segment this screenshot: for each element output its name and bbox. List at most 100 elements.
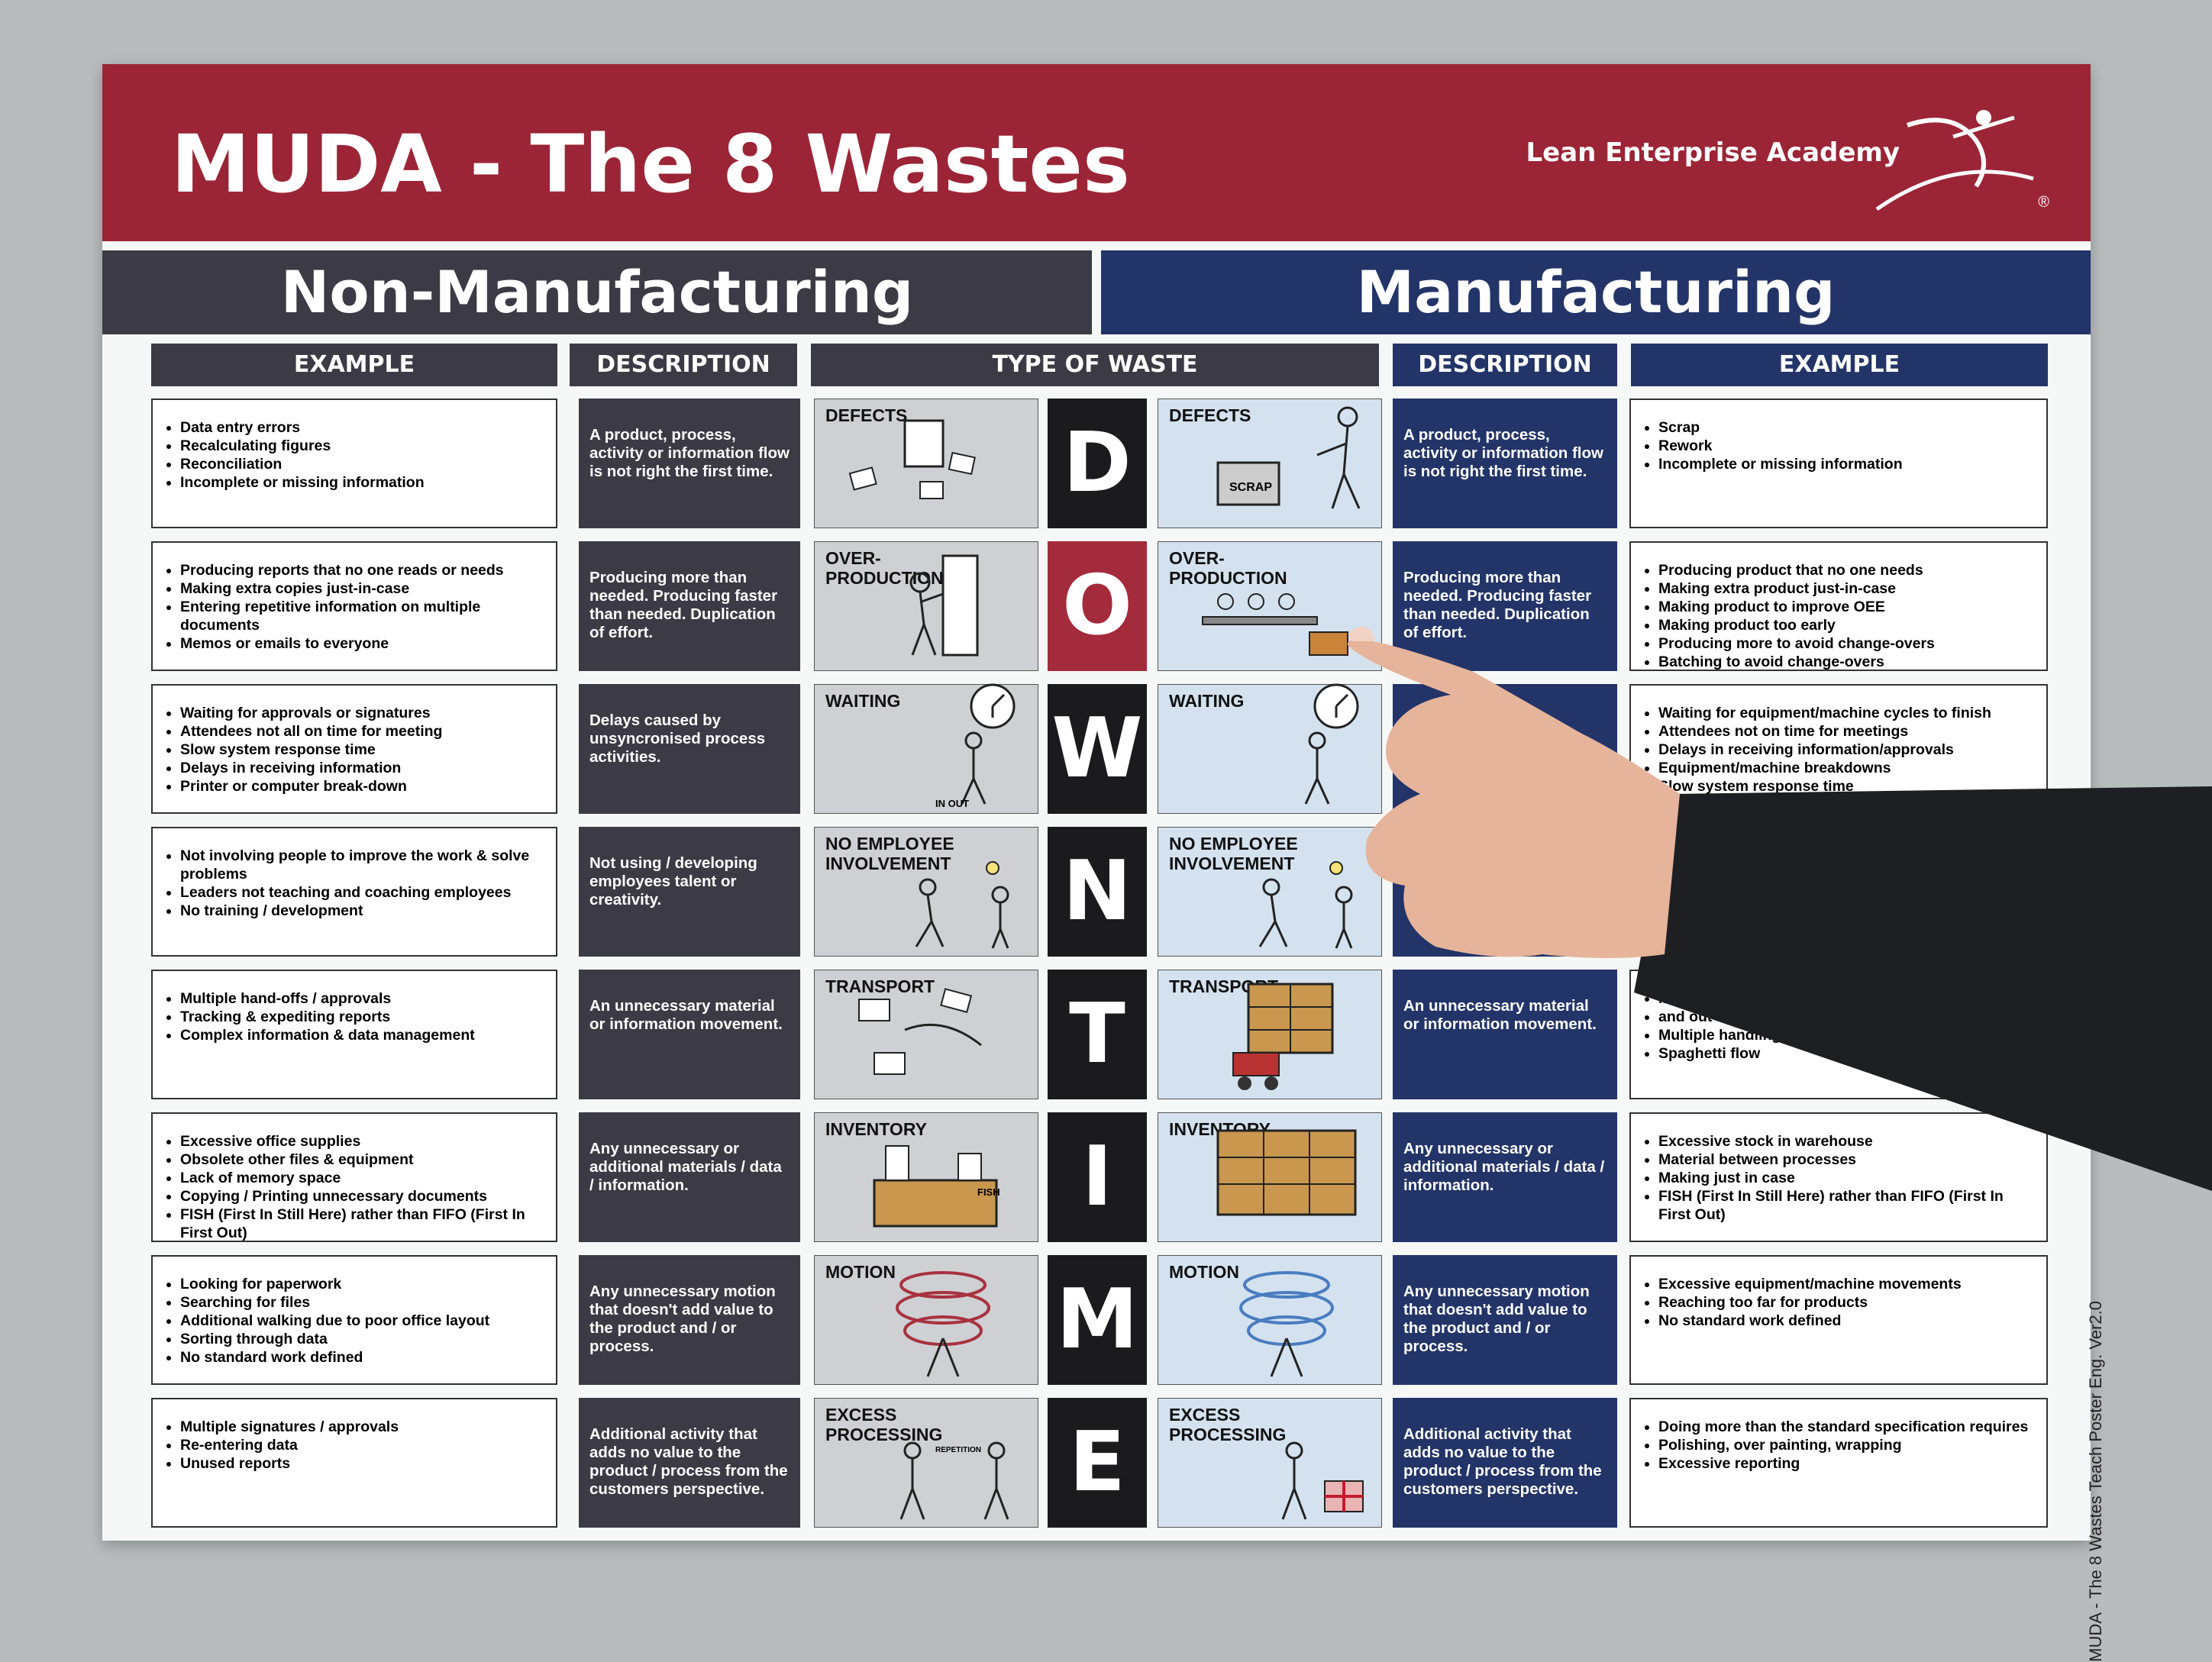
waste-row-over-production: Producing reports that no one reads or n… [102,541,2091,671]
m-description: Any unnecessary or additional materials … [1393,1112,1617,1242]
m-waste-card: WAITING [1158,683,1382,814]
nm-example-box: Excessive office suppliesObsolete other … [151,1112,557,1242]
nm-example-item: Sorting through data [180,1330,545,1348]
motion-illustration [896,1271,990,1377]
manufacturing-header: Manufacturing [1101,250,2091,334]
nm-waste-label: DEFECTS [825,405,908,425]
m-example-box: Producing product that no one needsMakin… [1629,541,2048,671]
m-example-item: Attendees not on time for meetings [1658,722,2036,741]
nm-waste-label: OVER- PRODUCTION [825,548,944,588]
waiting-illustration [1304,683,1359,805]
nm-example-item: Obsolete other files & equipment [180,1150,545,1169]
inventory-illustration [1216,1129,1357,1216]
nm-example-item: Entering repetitive information on multi… [180,598,545,634]
nm-example-item: Making extra copies just-in-case [180,579,545,598]
nm-waste-label: INVENTORY [825,1119,927,1139]
nm-example-item: Looking for paperwork [180,1275,545,1293]
m-example-item: Incomplete or missing information [1658,455,2036,473]
downtime-letter-t: T [1048,970,1147,1099]
nm-description: Any unnecessary motion that doesn't add … [579,1255,800,1385]
defects-illustration: SCRAP [1216,406,1361,509]
downtime-letter-w: W [1048,684,1147,814]
brand-name: Lean Enterprise Academy [1526,137,1900,168]
nm-waste-label: EXCESS PROCESSING [825,1405,943,1444]
in-out-label: IN OUT [935,798,969,809]
nm-example-item: Multiple hand-offs / approvals [180,989,545,1008]
m-description: Any unnecessary motion that doesn't add … [1393,1255,1617,1385]
nm-waste-label: WAITING [825,691,901,711]
m-waste-card: NO EMPLOYEE INVOLVEMENT [1158,827,1382,957]
transport-illustration [1232,983,1334,1090]
nm-example-item: Not involving people to improve the work… [180,847,545,883]
m-example-item: Waiting for equipment/machine cycles to … [1658,704,2036,722]
nm-example-item: Slow system response time [180,741,545,759]
excess-illustration: REPETITION [899,1441,1009,1520]
nm-waste-card: DEFECTS [814,399,1038,528]
m-example-box: Doing more than the standard specificati… [1629,1398,2048,1528]
m-example-item: and out of st [1658,1008,2036,1026]
nm-description: Any unnecessary or additional materials … [579,1112,800,1242]
nm-example-item: Re-entering data [180,1436,545,1454]
nm-example-item: Tracking & expediting reports [180,1008,545,1026]
m-example-box: ScrapReworkIncomplete or missing informa… [1629,399,2048,528]
m-example-item: Making product to improve OEE [1658,598,2036,616]
nm-description: An unnecessary material or information m… [579,970,800,1099]
nm-example-item: No training / development [180,902,545,920]
downtime-letter-n: N [1048,827,1147,957]
fish-label: FISH [977,1186,1000,1198]
nm-waste-label: MOTION [825,1262,896,1282]
m-waste-label: NO EMPLOYEE INVOLVEMENT [1169,834,1298,873]
nm-example-box: Looking for paperworkSearching for files… [151,1255,557,1385]
nm-example-item: Additional walking due to poor office la… [180,1312,545,1330]
title-banner: MUDA - The 8 Wastes Lean Enterprise Acad… [102,64,2091,241]
downtime-letter-i: I [1048,1112,1147,1242]
transport-illustration [858,988,982,1075]
defects-illustration [848,419,976,499]
repetition-label: REPETITION [935,1446,981,1454]
nm-waste-card: MOTION [814,1255,1038,1385]
m-description: crea [1393,827,1617,957]
m-example-item: Slow system response time [1658,777,2036,796]
nm-example-item: Printer or computer break-down [180,777,545,796]
m-example-item: Excessive stock in warehouse [1658,1132,2036,1150]
m-example-item: Movin [1658,989,2036,1008]
m-example-header: EXAMPLE [1631,344,2048,386]
nm-example-item: Producing reports that no one reads or n… [180,561,545,579]
m-description: Additional activity that adds no value t… [1393,1398,1617,1528]
muda-poster: MUDA - The 8 Wastes Lean Enterprise Acad… [102,64,2105,1662]
m-waste-label: WAITING [1169,691,1245,711]
scrap-label: SCRAP [1229,481,1272,494]
waste-row-no-employee-involvement: Not involving people to improve the work… [102,827,2091,957]
m-example-box: Excessive equipment/machine movementsRea… [1629,1255,2048,1385]
m-example-box: Waiting for equipment/machine cycles to … [1629,684,2048,814]
m-example-item: Excessive reporting [1658,1454,2036,1473]
m-waste-card: TRANSPORT [1158,970,1382,1099]
nm-example-item: Multiple signatures / approvals [180,1418,545,1436]
m-example-item: Making product too early [1658,616,2036,634]
nm-waste-card: OVER- PRODUCTION [814,541,1038,671]
downtime-letter-d: D [1048,399,1147,528]
footer-version: MUDA - The 8 Wastes Teach Poster Eng. Ve… [2086,1301,2105,1662]
registered-mark: ® [2038,194,2049,211]
m-waste-label: OVER- PRODUCTION [1169,548,1287,588]
m-example-item: Material between processes [1658,1150,2036,1169]
m-example-box [1629,827,2048,957]
nm-example-box: Multiple signatures / approvalsRe-enteri… [151,1398,557,1528]
waiting-illustration: IN OUT [935,683,1016,809]
downtime-letter-e: E [1048,1398,1147,1528]
nm-description: Delays caused by unsyncronised process a… [579,684,800,814]
m-waste-card: INVENTORY [1158,1112,1382,1242]
nm-example-item: Attendees not all on time for meeting [180,722,545,741]
m-example-box: Excessive stock in warehouseMaterial bet… [1629,1112,2048,1242]
m-example-item: Rework [1658,437,2036,455]
m-description: A product, process, activity or informat… [1393,399,1617,528]
waste-row-inventory: Excessive office suppliesObsolete other … [102,1112,2091,1242]
waste-row-motion: Looking for paperworkSearching for files… [102,1255,2091,1385]
nm-description: A product, process, activity or informat… [579,399,800,528]
nm-example-header: EXAMPLE [151,344,557,386]
nm-example-item: Leaders not teaching and coaching employ… [180,883,545,902]
m-example-item: Excessive equipment/machine movements [1658,1275,2036,1293]
overproduction-illustration [1202,593,1348,656]
nm-example-box: Not involving people to improve the work… [151,827,557,957]
nm-example-item: Reconciliation [180,455,545,473]
